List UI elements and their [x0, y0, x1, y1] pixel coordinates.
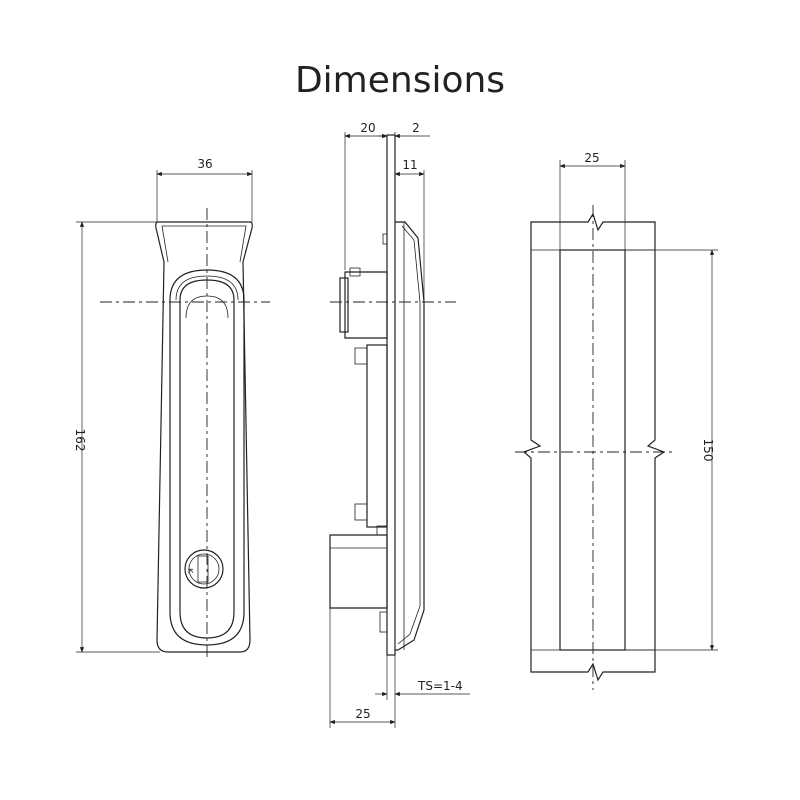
side-view: 20 2 11 25 TS=1-4 [329, 121, 470, 728]
side-flange-label: 2 [412, 121, 420, 135]
cutout-view: 25 150 [515, 151, 718, 690]
side-projection-label: 11 [402, 158, 417, 172]
cutout-width-label: 25 [584, 151, 599, 165]
cutout-height-label: 150 [701, 439, 715, 462]
page-title: Dimensions [294, 60, 506, 101]
front-width-label: 36 [197, 157, 212, 171]
front-height-label: 162 [73, 429, 87, 452]
front-view: ĸ 36 162 [73, 157, 270, 660]
side-depth-label: 20 [360, 121, 375, 135]
side-panel-label: TS=1-4 [417, 679, 463, 693]
svg-text:ĸ: ĸ [185, 568, 195, 574]
side-body-label: 25 [355, 707, 370, 721]
